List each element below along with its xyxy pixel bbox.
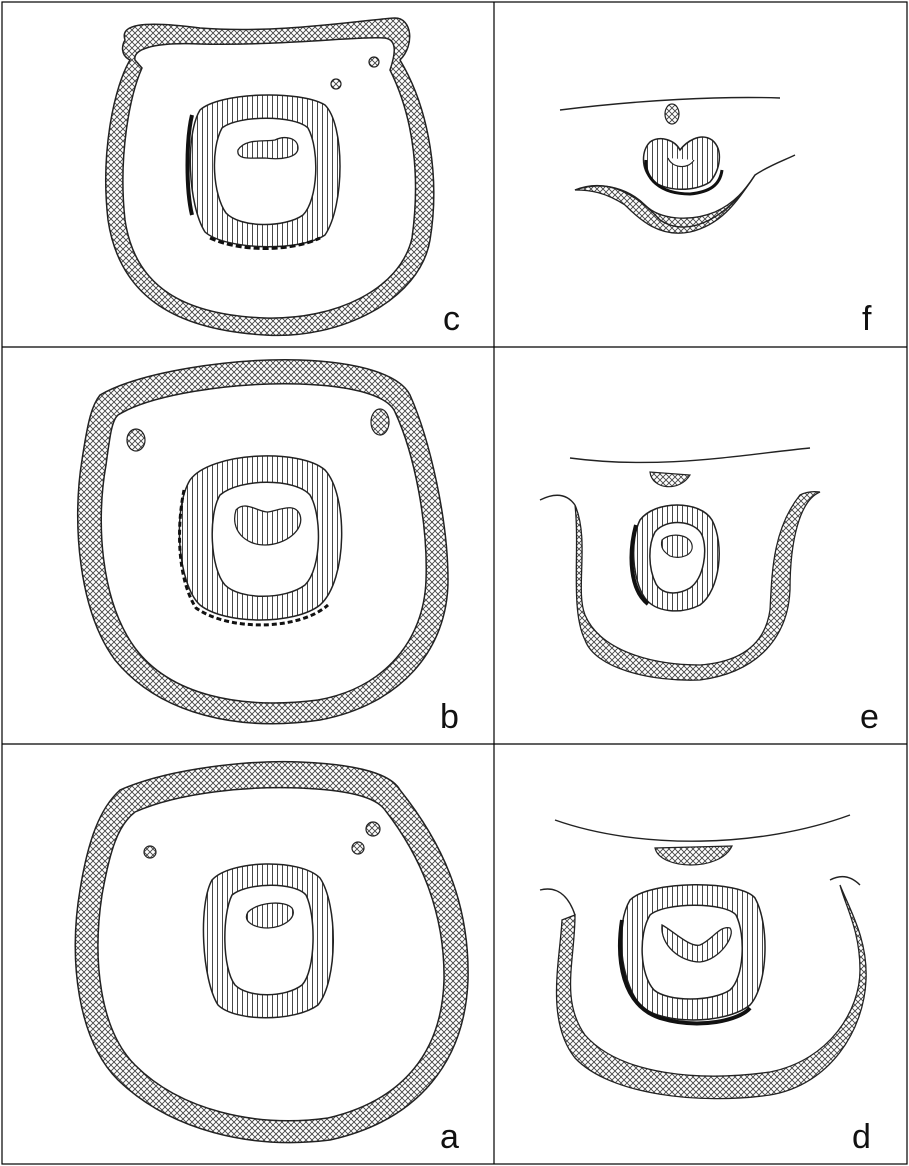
panel-c-diagram (106, 18, 434, 335)
panel-a-diagram (75, 762, 468, 1143)
panel-d-lumen (662, 925, 731, 962)
panel-b-vessel-1 (127, 429, 145, 451)
panel-d-diagram (540, 815, 866, 1099)
panel-c-outer-band (106, 18, 434, 335)
panel-e-lumen (661, 535, 692, 557)
panel-f-vessel (665, 104, 679, 124)
panel-a-label: a (440, 1120, 459, 1154)
panel-b-diagram (78, 360, 448, 724)
panel-a-outer-band (75, 762, 468, 1143)
panel-c-vessel-1 (369, 57, 379, 67)
panel-e-vessel (650, 472, 690, 487)
panel-b-lumen (235, 506, 301, 545)
panel-f-diagram (560, 98, 795, 234)
panel-a-central-ring (203, 864, 333, 1018)
panel-a-vessel-1 (144, 846, 156, 858)
panel-b-label: b (440, 700, 459, 734)
panel-c-label: c (443, 302, 460, 336)
panel-c-vessel-2 (331, 79, 341, 89)
panel-d-vessel (655, 846, 732, 865)
panel-e-label: e (860, 700, 879, 734)
panel-a-vessel-3 (352, 842, 364, 854)
panel-a-vessel-2 (366, 822, 380, 836)
panel-c-central-ring (190, 95, 340, 247)
panel-d-outer-band (556, 885, 866, 1099)
panel-d-label: d (852, 1120, 871, 1154)
panel-e-diagram (540, 448, 820, 680)
panel-c-lumen (238, 138, 298, 159)
panel-b-vessel-2 (371, 409, 389, 435)
panel-a-lumen (246, 903, 293, 928)
panel-f-label: f (862, 302, 871, 336)
